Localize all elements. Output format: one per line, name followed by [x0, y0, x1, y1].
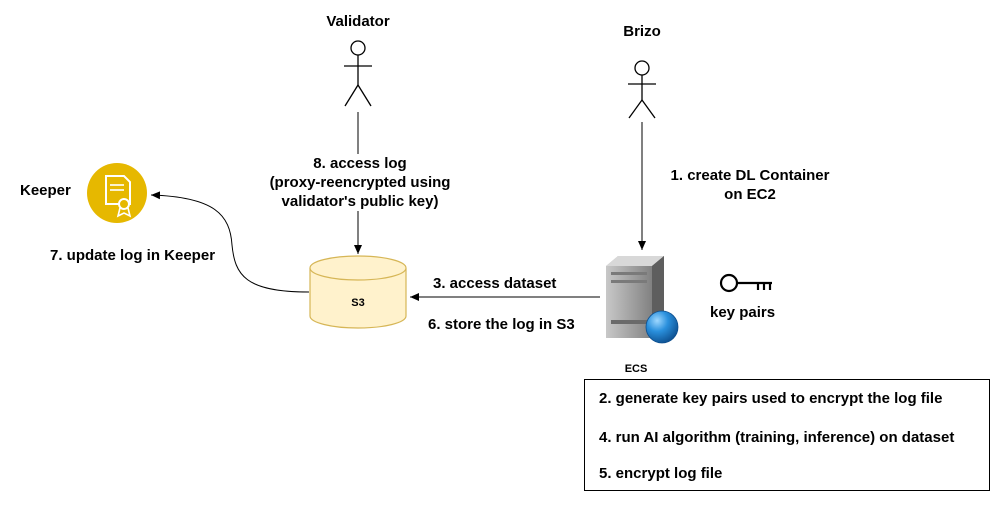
keeper-certificate-icon	[87, 163, 147, 223]
validator-label: Validator	[326, 13, 390, 30]
step-item: 5. encrypt log file	[599, 465, 723, 482]
ecs-steps-box: 2. generate key pairs used to encrypt th…	[584, 379, 990, 491]
ecs-server-icon	[606, 256, 679, 344]
update-log-label: 7. update log in Keeper	[50, 246, 216, 265]
brizo-label: Brizo	[623, 23, 661, 40]
update-log-arrow	[150, 191, 310, 293]
create-container-label: 1. create DL Container on EC2	[670, 167, 830, 203]
keeper-label: Keeper	[20, 182, 71, 199]
key-pairs-label: key pairs	[710, 304, 776, 321]
key-icon	[719, 273, 772, 293]
store-log-label: 6. store the log in S3	[428, 316, 575, 333]
step-item: 2. generate key pairs used to encrypt th…	[599, 390, 943, 407]
s3-storage-cylinder	[309, 255, 407, 329]
s3-label: S3	[351, 297, 365, 309]
access-dataset-label: 3. access dataset	[433, 275, 557, 292]
ecs-label: ECS	[624, 363, 648, 375]
brizo-actor-icon	[628, 60, 656, 119]
step-item: 4. run AI algorithm (training, inference…	[599, 429, 955, 446]
access-log-label: 8. access log (proxy-reencrypted using v…	[260, 154, 460, 211]
validator-actor-icon	[344, 40, 372, 107]
